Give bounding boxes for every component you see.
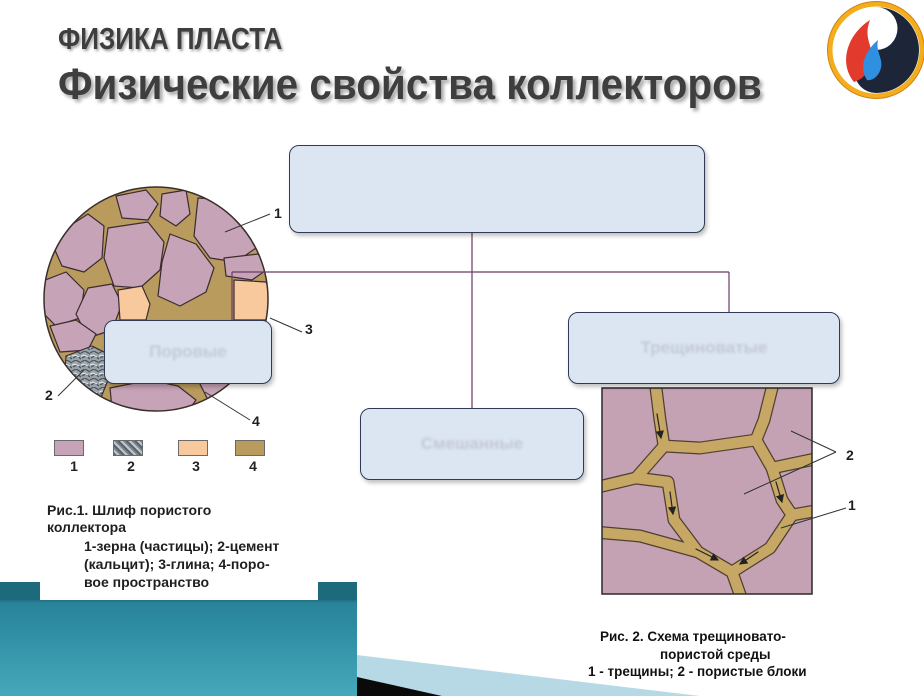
teal-footer-bar — [0, 582, 357, 696]
figure1-caption-line2: коллектора — [47, 519, 126, 535]
callout-line-pore — [204, 391, 251, 421]
callout-line-grain — [224, 213, 271, 233]
callout-line-blocks-b — [743, 451, 837, 495]
callout-line-fractures — [780, 507, 847, 529]
figure1-caption-line3: 1-зерна (частицы); 2-цемент — [84, 538, 280, 554]
legend-label-cement: 2 — [127, 458, 135, 474]
legend-swatch-grain — [54, 440, 84, 456]
callout-fractures: 1 — [848, 497, 856, 513]
figure1-caption-panel — [40, 497, 318, 600]
grain — [193, 197, 259, 263]
legend-label-grain: 1 — [70, 458, 78, 474]
dark-wedge — [357, 677, 442, 696]
slide-title: Физические свойства коллекторов — [58, 60, 762, 109]
grain — [157, 233, 215, 307]
callout-line-clay — [269, 317, 303, 333]
grain — [53, 213, 105, 273]
fractured-type-box: Трещиноватые — [568, 312, 840, 384]
clay-patch — [117, 285, 151, 321]
callout-clay: 3 — [305, 321, 313, 337]
flow-arrows — [655, 413, 784, 565]
figure2-caption-line3: 1 - трещины; 2 - пористые блоки — [588, 664, 807, 679]
porous-type-box: Поровые — [104, 320, 272, 384]
figure1-caption-line5: вое пространство — [84, 574, 210, 590]
legend-swatch-pore — [235, 440, 265, 456]
reservoir-types-box — [289, 145, 705, 233]
porous-type-label: Поровые — [149, 342, 227, 361]
legend-label-clay: 3 — [192, 458, 200, 474]
clay-patch — [233, 279, 268, 321]
porous-block-area — [602, 388, 812, 594]
figure1-caption-line1: Рис.1. Шлиф пористого — [47, 502, 212, 518]
grain — [44, 271, 85, 327]
mixed-type-label: Смешанные — [420, 434, 524, 453]
callout-blocks: 2 — [846, 447, 854, 463]
callout-pore: 4 — [252, 413, 260, 429]
grain — [49, 319, 97, 353]
legend-label-pore: 4 — [249, 458, 257, 474]
grain — [109, 379, 197, 411]
grain — [159, 189, 191, 227]
callout-line-cement — [57, 369, 85, 397]
figure2-caption-line2: пористой среды — [660, 647, 771, 662]
figure1-caption-line4: (кальцит); 3-глина; 4-поро- — [84, 556, 270, 572]
mixed-type-box: Смешанные — [360, 408, 584, 480]
grain — [223, 253, 268, 281]
callout-line-blocks-a — [790, 430, 837, 453]
fractured-type-label: Трещиноватые — [640, 338, 768, 357]
grain — [115, 189, 159, 221]
figure2-caption-line1: Рис. 2. Схема трещиновато- — [600, 629, 786, 644]
fracture-network — [602, 388, 812, 594]
grain — [103, 221, 165, 289]
legend-swatch-cement — [113, 440, 143, 456]
slide-kicker: ФИЗИКА ПЛАСТА — [58, 21, 283, 56]
callout-cement: 2 — [45, 387, 53, 403]
logo-icon — [827, 1, 924, 99]
callout-grain: 1 — [274, 205, 282, 221]
legend-swatch-clay — [178, 440, 208, 456]
